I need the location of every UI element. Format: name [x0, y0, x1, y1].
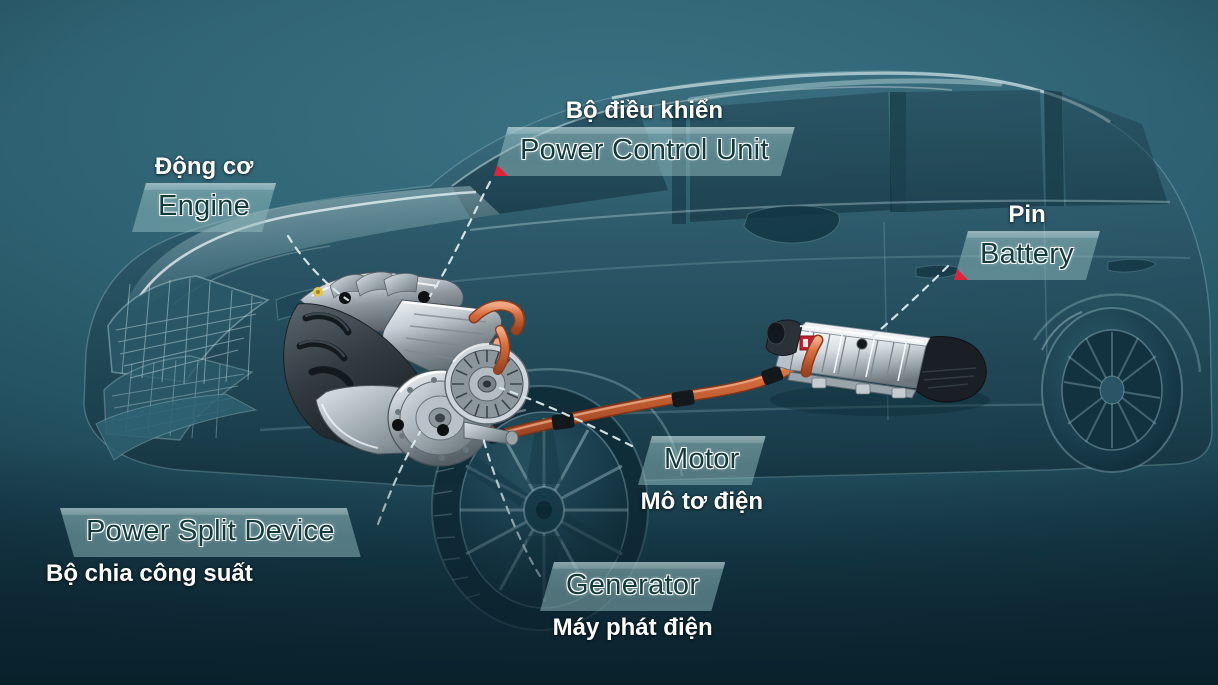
label-motor-banner[interactable]: Motor — [638, 436, 766, 485]
label-generator[interactable]: Generator Máy phát điện — [540, 562, 725, 643]
label-engine-banner[interactable]: Engine — [132, 183, 276, 232]
label-motor-vi: Mô tơ điện — [640, 488, 764, 515]
label-generator-vi: Máy phát điện — [552, 614, 713, 641]
label-generator-banner[interactable]: Generator — [540, 562, 725, 611]
label-pcu-banner[interactable]: Power Control Unit — [494, 127, 795, 176]
label-motor-en: Motor — [664, 443, 740, 475]
label-engine-vi: Động cơ — [154, 153, 254, 180]
label-engine[interactable]: Động cơ Engine — [132, 152, 276, 232]
label-battery[interactable]: Pin Battery — [954, 200, 1100, 280]
label-power-split-device[interactable]: Power Split Device Bộ chia công suất — [46, 508, 361, 589]
label-psd-banner[interactable]: Power Split Device — [60, 508, 361, 557]
label-pcu-en: Power Control Unit — [520, 134, 769, 166]
label-pcu-vi: Bộ điều khiển — [565, 97, 724, 124]
label-psd-en: Power Split Device — [86, 515, 335, 547]
label-psd-vi: Bộ chia công suất — [46, 560, 253, 587]
label-power-control-unit[interactable]: Bộ điều khiển Power Control Unit — [494, 96, 795, 176]
label-battery-vi: Pin — [1008, 201, 1046, 228]
label-motor[interactable]: Motor Mô tơ điện — [638, 436, 766, 517]
label-generator-en: Generator — [566, 569, 700, 601]
battery-pack-art — [765, 319, 990, 416]
label-engine-en: Engine — [158, 190, 251, 222]
label-battery-banner[interactable]: Battery — [954, 231, 1100, 280]
label-battery-en: Battery — [980, 238, 1074, 270]
